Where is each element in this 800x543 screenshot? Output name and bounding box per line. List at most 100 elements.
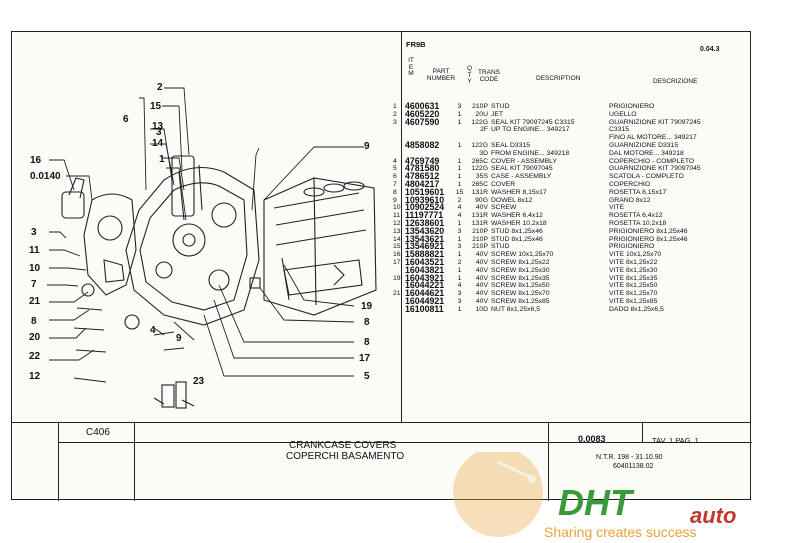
cell-qty: 1 xyxy=(457,157,462,165)
cell-pn: 4769749 xyxy=(405,155,440,166)
cell-qty: 1 xyxy=(457,266,462,274)
model-code: FR9B xyxy=(406,40,426,49)
cell-item: 6 xyxy=(393,173,397,181)
cell-ita: COPERCHIO xyxy=(609,180,651,188)
cell-qty: 1 xyxy=(457,173,462,181)
col-trans-code: TRANS CODE xyxy=(477,69,501,83)
cell-qty: 1 xyxy=(457,110,462,118)
cell-ita: GUARNIZIONE KIT 79097045 xyxy=(609,165,701,173)
cell-qty: 3 xyxy=(457,290,462,298)
cell-item: 19 xyxy=(393,274,401,282)
cell-trans: 265C xyxy=(471,157,488,165)
cell-ita: PRIGIONIERO 8x1,25x46 xyxy=(609,235,688,243)
cell-ita: FINO AL MOTORE... 349217 xyxy=(609,134,697,142)
cell-trans: 3D xyxy=(479,149,488,157)
cell-pn: 16044921 xyxy=(405,295,445,306)
cell-trans: 40V xyxy=(475,251,488,259)
divider xyxy=(134,422,135,501)
cell-pn: 16043521 xyxy=(405,256,445,267)
cell-trans: 40V xyxy=(475,258,488,266)
cell-pn: 10519601 xyxy=(405,186,445,197)
cell-qty: 2 xyxy=(457,258,462,266)
cell-desc: FROM ENGINE... 349218 xyxy=(491,149,570,157)
cell-trans: 10D xyxy=(475,305,488,313)
callout-label: 12 xyxy=(29,371,41,382)
parts-sheet xyxy=(11,31,752,501)
cell-pn: 10939610 xyxy=(405,194,445,205)
cell-qty: 4 xyxy=(457,212,462,220)
cell-trans xyxy=(464,134,491,142)
cell-qty: 3 xyxy=(457,243,462,251)
callout-label: 3 xyxy=(156,127,162,138)
cell-ita: GUARNIZIONE KIT 79097245 xyxy=(609,118,701,126)
cell-pn: 11197771 xyxy=(405,210,444,221)
cell-desc: JET xyxy=(491,110,504,118)
cell-trans: 131R xyxy=(471,188,488,196)
cell-qty: 1 xyxy=(457,180,462,188)
footer-title-en: CRANKCASE COVERS xyxy=(289,440,397,451)
footer-page: TAV. 1 PAG. 1 xyxy=(652,436,699,445)
cell-desc: SCREW 8x1,25x50 xyxy=(491,282,550,290)
cell-trans: 122G xyxy=(471,165,488,173)
callout-label: 9 xyxy=(364,141,370,152)
cell-trans: 131R xyxy=(471,219,488,227)
cell-desc: DOWEL 8x12 xyxy=(491,196,533,204)
cell-trans: 265C xyxy=(471,180,488,188)
cell-qty: 1 xyxy=(457,235,462,243)
cell-desc: SCREW 8x1,25x35 xyxy=(491,274,550,282)
cell-desc: SEAL D3315 xyxy=(491,141,531,149)
cell-desc: SCREW 8x1,25x85 xyxy=(491,297,550,305)
callout-label: 17 xyxy=(359,353,371,364)
cell-item: 3 xyxy=(393,118,397,126)
cell-trans: 20U xyxy=(475,110,488,118)
divider xyxy=(548,422,549,501)
watermark-logo: DHT auto Sharing creates success xyxy=(448,452,793,543)
callout-label: 14 xyxy=(152,138,164,149)
leader-lines xyxy=(47,87,364,377)
cell-item xyxy=(393,134,405,142)
callout-label: 5 xyxy=(364,371,370,382)
cell-trans: 40V xyxy=(475,282,488,290)
cell-pn: 16044221 xyxy=(405,280,445,291)
callout-label: 3 xyxy=(31,227,37,238)
callout-label: 20 xyxy=(29,332,41,343)
cell-ita: VITE 8x1,25x85 xyxy=(609,297,658,305)
callout-label: 6 xyxy=(123,114,129,125)
cell-ita: ROSETTA 6,4x12 xyxy=(609,212,663,220)
cell-qty: 3 xyxy=(457,297,462,305)
watermark-brand2: auto xyxy=(690,503,737,528)
cell-pn xyxy=(405,126,455,134)
watermark-tagline: Sharing creates success xyxy=(544,524,697,540)
cell-ita: PRIGIONIERO xyxy=(609,103,655,110)
callout-label: 21 xyxy=(29,296,41,307)
footer-title-it: COPERCHI BASAMENTO xyxy=(286,451,405,462)
cell-desc: SCREW 8x1,25x22 xyxy=(491,258,550,266)
cell-pn: 16043921 xyxy=(405,272,445,283)
callout-label: 19 xyxy=(361,301,373,312)
cell-ita: VITE 8x1,25x50 xyxy=(609,282,658,290)
table-ref: 0.04.3 xyxy=(700,46,720,53)
cell-desc: STUD 8x1,25x46 xyxy=(491,235,543,243)
cell-qty: 4 xyxy=(457,282,462,290)
cell-item xyxy=(393,126,405,134)
cell-item: 5 xyxy=(393,165,397,173)
cell-item xyxy=(393,142,405,150)
footer-doc-number: 60401138.02 xyxy=(613,463,654,470)
cell-desc: UP TO ENGINE... 349217 xyxy=(491,126,570,134)
col-item: ITEM xyxy=(408,57,414,77)
divider xyxy=(58,422,59,501)
cell-qty: 4 xyxy=(457,204,462,212)
